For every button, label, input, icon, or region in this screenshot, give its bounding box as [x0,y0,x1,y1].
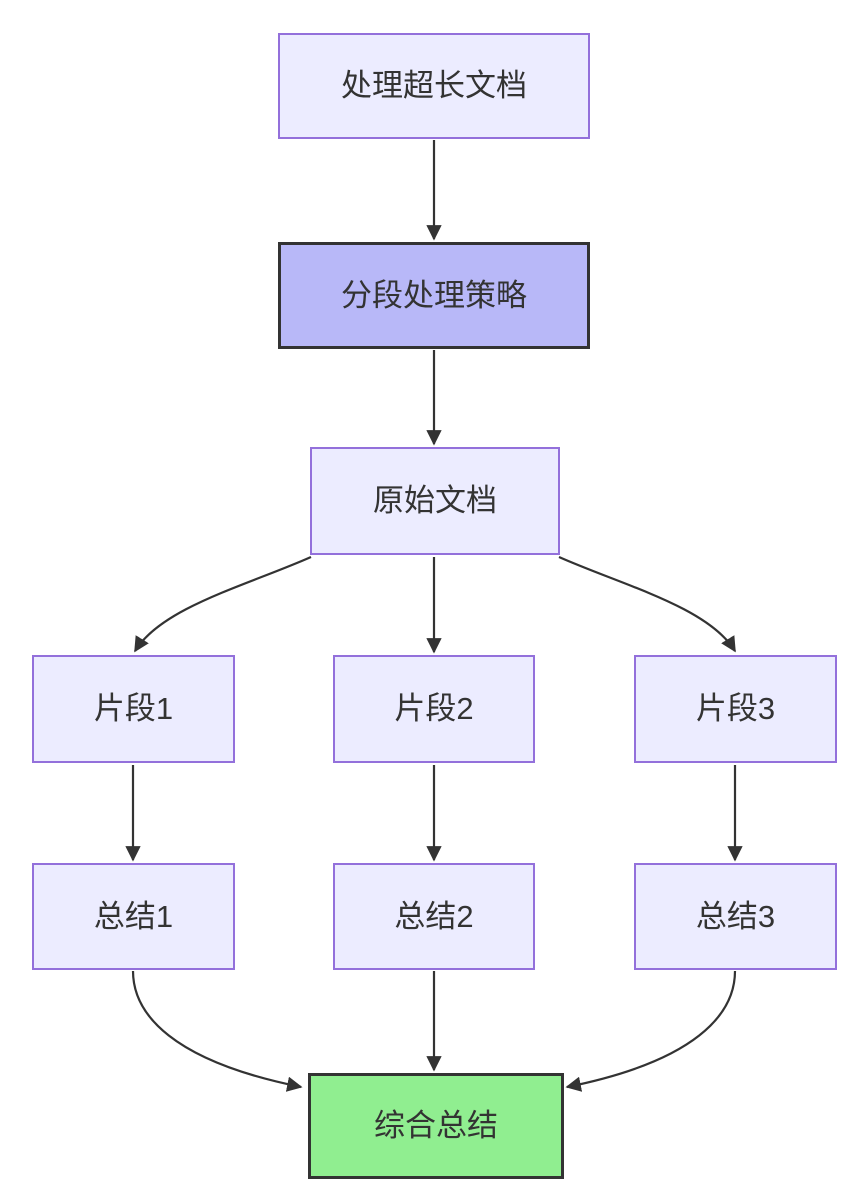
flowchart-node-final-summary: 综合总结 [308,1073,564,1179]
node-label: 总结1 [93,898,174,934]
flowchart-node-chunk3: 片段3 [634,655,837,763]
flowchart-node-chunk1: 片段1 [32,655,235,763]
edge-source-to-chunk1 [134,555,312,653]
flowchart-node-summary3: 总结3 [634,863,837,970]
edge-summary3-to-final [565,970,737,1092]
node-label: 片段2 [394,691,474,727]
flowchart-node-source-doc: 原始文档 [310,447,560,555]
node-label: 片段1 [93,691,174,727]
flowchart-node-process-long-doc: 处理超长文档 [278,33,590,139]
flowchart-node-summary1: 总结1 [32,863,235,970]
node-label: 总结2 [394,898,474,934]
node-label: 处理超长文档 [341,68,527,104]
node-label: 原始文档 [373,483,497,519]
flowchart-node-chunk2: 片段2 [333,655,535,763]
edge-source-to-chunk3 [558,555,736,653]
node-label: 片段3 [695,691,776,727]
edge-summary1-to-final [131,970,303,1092]
node-label: 总结3 [695,898,776,934]
node-label: 分段处理策略 [341,277,527,313]
node-label: 综合总结 [374,1108,498,1144]
flowchart-node-summary2: 总结2 [333,863,535,970]
flowchart-node-segment-strategy: 分段处理策略 [278,242,590,349]
